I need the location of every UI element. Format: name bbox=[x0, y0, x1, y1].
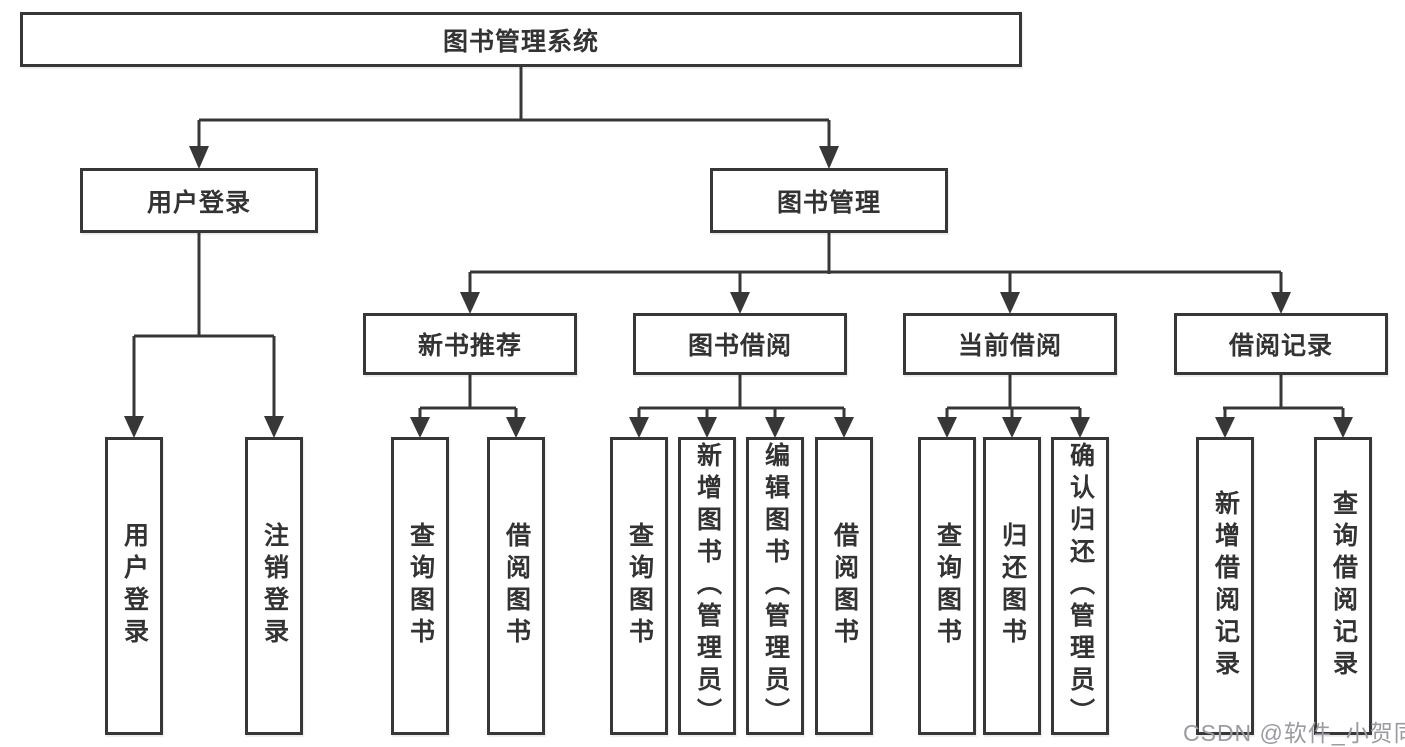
node-borrowing-records: 借阅记录 bbox=[1174, 313, 1388, 375]
leaf-return-books: 归还图书 bbox=[983, 437, 1041, 735]
leaf-borrow-books-1: 借阅图书 bbox=[487, 437, 545, 735]
arrowheads bbox=[124, 146, 1353, 438]
arrowhead-down bbox=[937, 417, 957, 438]
node-label: 图书借阅 bbox=[687, 332, 792, 360]
node-label: 新书推荐 bbox=[417, 332, 522, 360]
leaf-logout: 注销登录 bbox=[245, 437, 303, 735]
node-current-borrowing: 当前借阅 bbox=[903, 313, 1117, 375]
arrowhead-down bbox=[124, 416, 144, 438]
leaf-user-login: 用户登录 bbox=[105, 437, 163, 735]
arrowhead-down bbox=[1000, 292, 1020, 314]
node-new-book-recommend: 新书推荐 bbox=[363, 313, 577, 375]
leaf-add-borrow-record: 新增借阅记录 bbox=[1196, 437, 1254, 735]
leaf-query-books-3: 查询图书 bbox=[918, 437, 976, 735]
leaf-label: 借阅图书 bbox=[830, 522, 859, 650]
leaf-label: 归还图书 bbox=[998, 522, 1027, 650]
csdn-watermark: CSDN @软件_小贺同学 bbox=[1183, 720, 1405, 746]
arrowhead-down bbox=[460, 292, 480, 314]
arrowhead-down bbox=[1002, 417, 1022, 438]
node-label: 图书管理 bbox=[776, 188, 881, 217]
node-root-label: 图书管理系统 bbox=[442, 27, 599, 56]
leaf-edit-books-admin: 编辑图书（管理员） bbox=[746, 437, 804, 735]
arrowhead-down bbox=[264, 416, 284, 438]
node-label: 当前借阅 bbox=[957, 332, 1062, 360]
arrowhead-down bbox=[730, 292, 750, 314]
arrowhead-down bbox=[506, 417, 526, 438]
arrowhead-down bbox=[834, 417, 854, 438]
leaf-query-books-1: 查询图书 bbox=[391, 437, 449, 735]
leaf-label: 借阅图书 bbox=[502, 522, 531, 650]
leaf-label: 注销登录 bbox=[260, 522, 289, 650]
arrowhead-down bbox=[189, 146, 209, 169]
leaf-label: 查询借阅记录 bbox=[1329, 490, 1358, 682]
node-label: 用户登录 bbox=[146, 188, 251, 217]
node-book-borrowing: 图书借阅 bbox=[633, 313, 847, 375]
node-root: 图书管理系统 bbox=[20, 12, 1022, 67]
node-book-management: 图书管理 bbox=[710, 168, 948, 233]
leaf-label: 确认归还（管理员） bbox=[1066, 442, 1095, 730]
leaf-confirm-return-admin: 确认归还（管理员） bbox=[1051, 437, 1109, 735]
leaf-label: 查询图书 bbox=[625, 522, 654, 650]
arrowhead-down bbox=[629, 417, 649, 438]
leaf-query-borrow-record: 查询借阅记录 bbox=[1314, 437, 1372, 735]
arrowhead-down bbox=[765, 417, 785, 438]
leaf-label: 新增借阅记录 bbox=[1211, 490, 1240, 682]
arrowhead-down bbox=[1070, 417, 1090, 438]
node-user-login: 用户登录 bbox=[80, 168, 318, 233]
leaf-label: 用户登录 bbox=[120, 522, 149, 650]
leaf-label: 编辑图书（管理员） bbox=[761, 442, 790, 730]
arrowhead-down bbox=[410, 417, 430, 438]
leaf-query-books-2: 查询图书 bbox=[610, 437, 668, 735]
leaf-borrow-books-2: 借阅图书 bbox=[815, 437, 873, 735]
arrowhead-down bbox=[1215, 417, 1235, 438]
leaf-label: 查询图书 bbox=[933, 522, 962, 650]
leaf-label: 查询图书 bbox=[406, 522, 435, 650]
arrowhead-down bbox=[1333, 417, 1353, 438]
arrowhead-down bbox=[697, 417, 717, 438]
arrowhead-down bbox=[819, 146, 839, 169]
leaf-add-books-admin: 新增图书（管理员） bbox=[678, 437, 736, 735]
arrowhead-down bbox=[1271, 292, 1291, 314]
node-label: 借阅记录 bbox=[1228, 332, 1333, 360]
leaf-label: 新增图书（管理员） bbox=[693, 442, 722, 730]
